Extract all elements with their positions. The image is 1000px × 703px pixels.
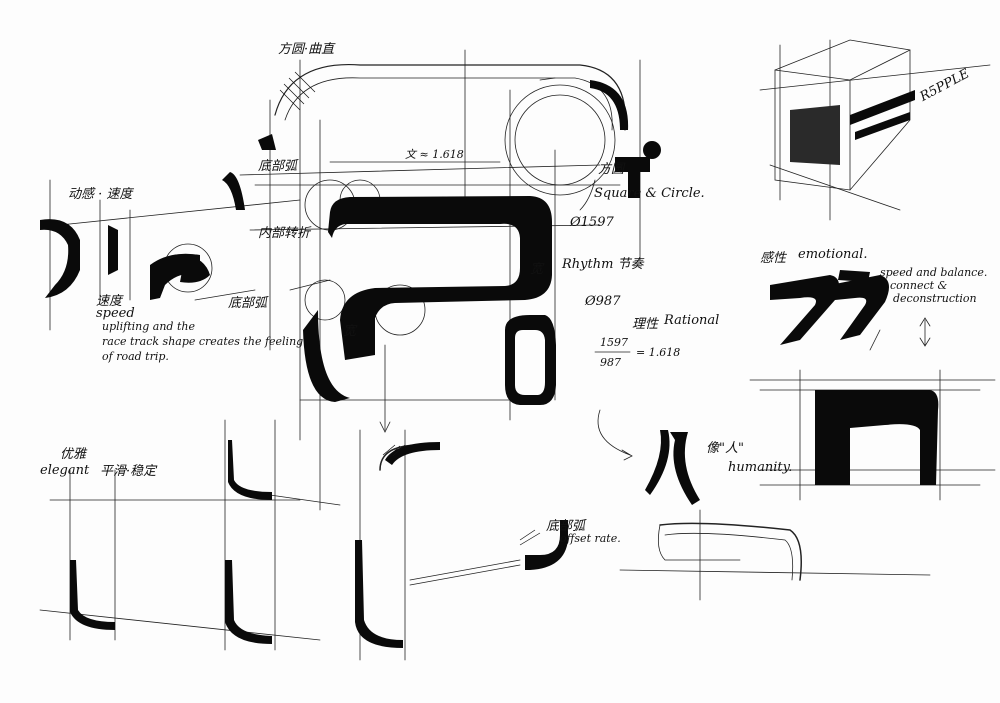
annotation-ratio-value: = 1.618 [636, 346, 681, 359]
annotation-emotional: emotional. [798, 247, 868, 262]
annotation-rational-cn: 理性 [632, 317, 659, 332]
annotation-rational: Rational [664, 313, 720, 328]
annotation-ratio-numerator: 1597 [600, 336, 628, 349]
annotation-offset-cn: 底部弧 [546, 519, 586, 534]
annotation-uplifting-1: uplifting and the [102, 320, 195, 333]
annotation-elegant-cn: 优雅 [60, 447, 87, 462]
annotation-emotional-cn: 感性 [760, 251, 787, 266]
annotation-speed-cn: 速度 [96, 294, 123, 309]
annotation-speed-balance-3: deconstruction [893, 292, 977, 305]
annotation-uplifting-2: race track shape creates the feeling [102, 335, 304, 348]
annotation-inner-cn: 内部转折 [258, 226, 311, 241]
annotation-rhythm: Rhythm 节奏 [562, 257, 644, 272]
annotation-elegant-cn2: 平滑·稳定 [100, 464, 157, 479]
annotation-ratio-denominator: 987 [600, 356, 621, 369]
annotation-rhythm-cn: 宽 [530, 262, 544, 277]
annotation-uplifting-3: of road trip. [102, 350, 169, 363]
annotation-humanity: humanity. [728, 460, 793, 475]
annotation-top-cn: 底部弧 [258, 159, 298, 174]
annotation-dia-987: Ø987 [585, 294, 621, 309]
annotation-offset-rate: offset rate. [560, 532, 621, 545]
annotation-dia-1597: Ø1597 [570, 215, 614, 230]
annotation-speed-balance-2: connect & [890, 279, 948, 292]
megaphone-icon [256, 132, 278, 152]
annotation-humanity-cn: 像"人" [706, 441, 744, 456]
annotation-golden-ratio: 文 ≈ 1.618 [405, 148, 464, 161]
annotation-elegant: elegant [40, 463, 90, 478]
person-icon [642, 428, 702, 506]
annotation-speed-balance-1: speed and balance. [880, 266, 988, 279]
annotation-square-round-cn2: 方圆 [598, 162, 625, 177]
annotation-side-cn: 宽 [343, 324, 357, 339]
annotation-mid-cn: 底部弧 [228, 296, 268, 311]
annotation-square-circle: Square & Circle. [594, 186, 705, 201]
annotation-square-round-cn: 方圆·曲直 [278, 42, 335, 57]
annotation-speed: speed [96, 306, 135, 321]
annotation-dynamic-cn: 动感 · 速度 [68, 187, 133, 202]
